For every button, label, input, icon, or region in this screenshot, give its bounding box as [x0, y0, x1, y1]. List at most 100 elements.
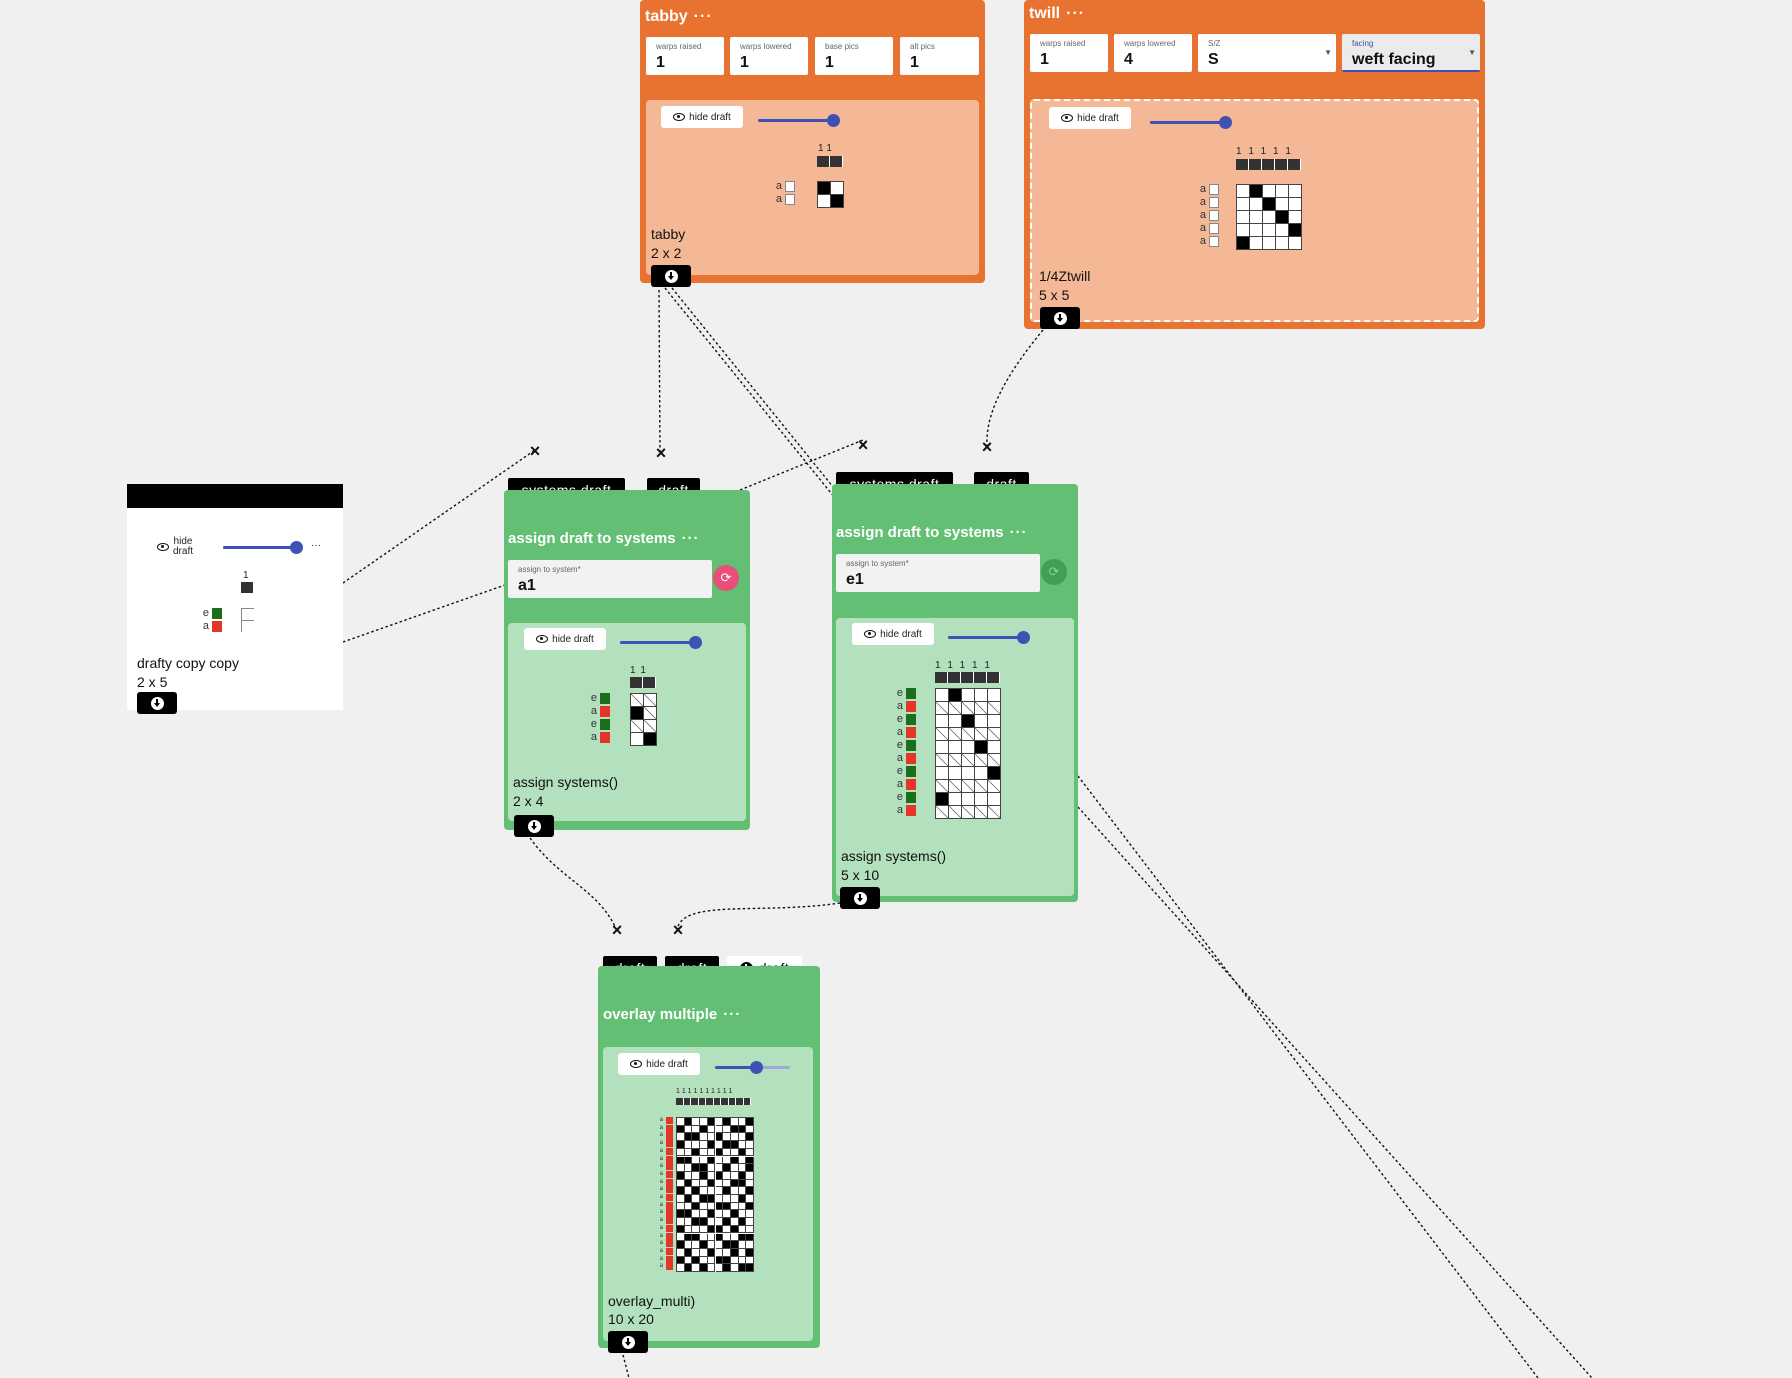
draft-cell[interactable]	[692, 1125, 701, 1134]
draft-cell[interactable]	[730, 1125, 739, 1134]
draft-cell[interactable]	[707, 1195, 716, 1203]
draft-cell[interactable]	[730, 1187, 739, 1195]
draft-cell[interactable]	[738, 1141, 747, 1149]
draft-cell[interactable]	[700, 1148, 708, 1157]
draft-cell[interactable]	[730, 1225, 739, 1234]
draft-cell[interactable]	[684, 1118, 693, 1126]
draft-cell[interactable]	[975, 715, 988, 728]
draft-cell[interactable]	[700, 1141, 708, 1149]
draft-cell[interactable]	[738, 1218, 747, 1226]
draft-cell[interactable]	[949, 689, 962, 702]
draft-cell[interactable]	[936, 728, 949, 741]
refresh-icon[interactable]: ⟳	[1041, 559, 1067, 585]
draft-cell[interactable]	[723, 1256, 731, 1265]
draft-cell[interactable]	[730, 1156, 739, 1165]
draft-cell[interactable]	[677, 1202, 685, 1211]
draft-cell[interactable]	[988, 715, 1001, 728]
weft-system-swatch[interactable]	[666, 1255, 673, 1263]
draft-cell[interactable]	[700, 1210, 708, 1219]
refresh-icon[interactable]: ⟳	[713, 565, 739, 591]
draft-cell[interactable]	[723, 1187, 731, 1195]
weft-system-swatch[interactable]	[666, 1194, 673, 1202]
draft-cell[interactable]	[692, 1187, 701, 1195]
draft-cell[interactable]	[1250, 198, 1263, 211]
weft-system-swatch[interactable]	[906, 792, 916, 803]
weft-system-swatch[interactable]	[785, 194, 795, 205]
draft-cell[interactable]	[692, 1210, 701, 1219]
download-button[interactable]	[1040, 307, 1080, 329]
draft-cell[interactable]	[707, 1133, 716, 1142]
draft-cell[interactable]	[723, 1241, 731, 1249]
draft-cell[interactable]	[746, 1202, 754, 1211]
overlay-multiple-node[interactable]: overlay multiple··· hide draft 1 1 1 1 1…	[598, 966, 820, 1353]
draft-cell[interactable]	[677, 1141, 685, 1149]
draft-cell[interactable]	[684, 1125, 693, 1134]
draft-cell[interactable]	[1289, 198, 1302, 211]
draft-cell[interactable]	[746, 1248, 754, 1257]
draft-cell[interactable]	[975, 689, 988, 702]
assign-to-system-input[interactable]: assign to system*a1	[508, 560, 712, 598]
draft-cell[interactable]	[684, 1148, 693, 1157]
weft-system-swatch[interactable]	[1209, 197, 1219, 208]
weft-system-swatch[interactable]	[906, 714, 916, 725]
draft-cell[interactable]	[692, 1241, 701, 1249]
draft-cell[interactable]	[1250, 237, 1263, 250]
draft-cell[interactable]	[715, 1202, 724, 1211]
weft-system-swatch[interactable]	[666, 1186, 673, 1194]
draft-cell[interactable]	[738, 1225, 747, 1234]
draft-cell[interactable]	[715, 1171, 724, 1180]
draft-cell[interactable]	[730, 1218, 739, 1226]
draft-cell[interactable]	[684, 1141, 693, 1149]
weft-system-swatch[interactable]	[666, 1217, 673, 1225]
draft-cell[interactable]	[684, 1156, 693, 1165]
draft-cell[interactable]	[723, 1156, 731, 1165]
draft-cell[interactable]	[707, 1125, 716, 1134]
draft-cell[interactable]	[644, 733, 657, 746]
draft-grid[interactable]	[1236, 184, 1302, 250]
draft-cell[interactable]	[962, 715, 975, 728]
assign-title[interactable]: assign draft to systems···	[836, 524, 1028, 541]
weft-system-swatch[interactable]	[666, 1163, 673, 1171]
draft-cell[interactable]	[730, 1141, 739, 1149]
draft-cell[interactable]	[684, 1210, 693, 1219]
draft-cell[interactable]	[1250, 211, 1263, 224]
draft-cell[interactable]	[746, 1164, 754, 1172]
draft-cell[interactable]	[1289, 185, 1302, 198]
draft-cell[interactable]	[684, 1187, 693, 1195]
draft-cell[interactable]	[677, 1118, 685, 1126]
draft-cell[interactable]	[677, 1164, 685, 1172]
disconnect-icon[interactable]: ×	[529, 441, 541, 461]
draft-cell[interactable]	[975, 806, 988, 819]
draft-cell[interactable]	[1276, 224, 1289, 237]
disconnect-icon[interactable]: ×	[655, 443, 667, 463]
draft-cell[interactable]	[730, 1195, 739, 1203]
draft-cell[interactable]	[818, 195, 831, 208]
draft-cell[interactable]	[738, 1125, 747, 1134]
weft-system-swatch[interactable]	[666, 1147, 673, 1155]
draft-cell[interactable]	[738, 1148, 747, 1157]
draft-cell[interactable]	[700, 1248, 708, 1257]
draft-cell[interactable]	[988, 754, 1001, 767]
draft-cell[interactable]	[1237, 198, 1250, 211]
assign-systems-node-left[interactable]: assign draft to systems··· assign to sys…	[504, 490, 750, 837]
draft-cell[interactable]	[730, 1210, 739, 1219]
draft-cell[interactable]	[936, 715, 949, 728]
draft-cell[interactable]	[684, 1233, 693, 1242]
overlay-title[interactable]: overlay multiple···	[603, 1006, 742, 1023]
draft-cell[interactable]	[738, 1156, 747, 1165]
draft-cell[interactable]	[738, 1241, 747, 1249]
slider-thumb[interactable]	[290, 541, 303, 554]
draft-cell[interactable]	[962, 702, 975, 715]
draft-cell[interactable]	[700, 1218, 708, 1226]
draft-cell[interactable]	[677, 1179, 685, 1188]
draft-cell[interactable]	[730, 1171, 739, 1180]
draft-cell[interactable]	[730, 1118, 739, 1126]
draft-cell[interactable]	[700, 1225, 708, 1234]
weft-system-swatch[interactable]	[906, 766, 916, 777]
draft-cell[interactable]	[723, 1218, 731, 1226]
draft-cell[interactable]	[707, 1233, 716, 1242]
zoom-slider[interactable]	[715, 1061, 790, 1075]
